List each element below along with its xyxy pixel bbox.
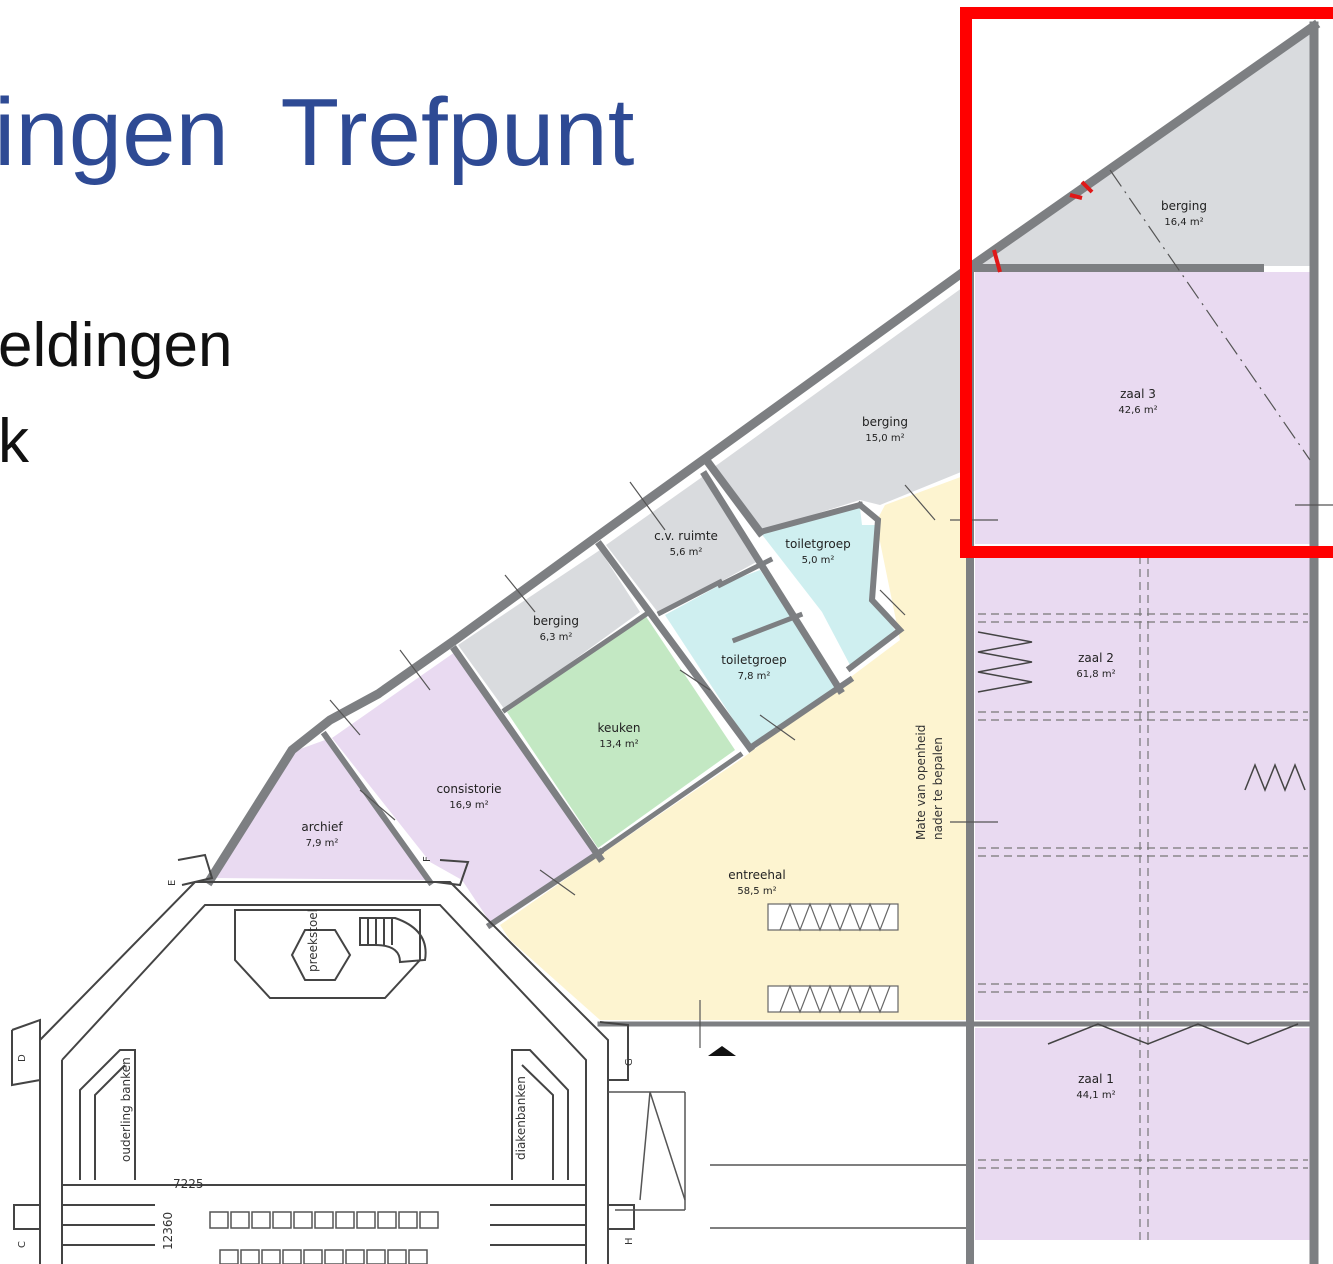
note-openheid-2: nader te bepalen bbox=[931, 737, 945, 840]
area-keuken: 13,4 m² bbox=[599, 739, 638, 750]
label-cv: c.v. ruimte bbox=[654, 529, 718, 543]
label-berging-6: berging bbox=[533, 614, 579, 628]
room-consistorie bbox=[332, 652, 595, 922]
room-berging-15 bbox=[710, 285, 966, 532]
area-berging-top: 16,4 m² bbox=[1164, 217, 1203, 228]
area-archief: 7,9 m² bbox=[306, 838, 339, 849]
dimension-height: 12360 bbox=[161, 1212, 175, 1250]
dimension-width: 7225 bbox=[173, 1177, 204, 1191]
area-toilet-7: 7,8 m² bbox=[738, 671, 771, 682]
grid-d: D bbox=[17, 1054, 28, 1062]
room-keuken bbox=[507, 615, 735, 848]
red-marks bbox=[992, 180, 1094, 273]
grid-g: G bbox=[624, 1058, 635, 1066]
label-zaal-2: zaal 2 bbox=[1078, 651, 1114, 665]
label-zaal-3: zaal 3 bbox=[1120, 387, 1156, 401]
room-archief bbox=[215, 740, 430, 880]
window-marks bbox=[329, 481, 1333, 1048]
grid-h: H bbox=[624, 1237, 635, 1245]
grid-c: C bbox=[17, 1241, 28, 1248]
dashed-lines bbox=[978, 556, 1308, 1240]
highlight-box bbox=[960, 7, 1333, 558]
label-preekstoel: preekstoel bbox=[306, 909, 320, 972]
dash-dot-line bbox=[1109, 169, 1311, 461]
label-consistorie: consistorie bbox=[436, 782, 501, 796]
slide-title: ingen Trefpunt bbox=[0, 79, 635, 186]
bullet-1: eldingen bbox=[0, 311, 233, 380]
area-cv: 5,6 m² bbox=[670, 547, 703, 558]
room-zaal-2 bbox=[975, 554, 1310, 1020]
label-diakenbanken: diakenbanken bbox=[514, 1076, 528, 1160]
room-zaal-1 bbox=[975, 1028, 1310, 1240]
folding-wall-zaal2 bbox=[977, 631, 1306, 793]
label-berging-top: berging bbox=[1161, 199, 1207, 213]
area-zaal-1: 44,1 m² bbox=[1076, 1090, 1115, 1101]
passage-lines bbox=[608, 1046, 966, 1229]
note-openheid-1: Mate van openheid bbox=[914, 725, 928, 840]
folding-wall-zaal1 bbox=[1047, 1023, 1299, 1045]
area-berging-6: 6,3 m² bbox=[540, 632, 573, 643]
label-toilet-7: toiletgroep bbox=[721, 653, 786, 667]
pews bbox=[209, 1211, 439, 1264]
area-toilet-5: 5,0 m² bbox=[802, 555, 835, 566]
bullet-2: k bbox=[0, 407, 29, 476]
label-keuken: keuken bbox=[597, 721, 640, 735]
label-entreehal: entreehal bbox=[728, 868, 785, 882]
coat-racks bbox=[767, 902, 899, 1014]
room-toilet-7 bbox=[665, 570, 840, 745]
label-toilet-5: toiletgroep bbox=[785, 537, 850, 551]
grid-e: E bbox=[167, 880, 178, 886]
area-zaal-2: 61,8 m² bbox=[1076, 669, 1115, 680]
area-entreehal: 58,5 m² bbox=[737, 886, 776, 897]
area-zaal-3: 42,6 m² bbox=[1118, 405, 1157, 416]
church-walls bbox=[11, 853, 635, 1264]
room-toilet-5 bbox=[760, 508, 895, 665]
label-zaal-1: zaal 1 bbox=[1078, 1072, 1114, 1086]
area-consistorie: 16,9 m² bbox=[449, 800, 488, 811]
room-berging-6 bbox=[458, 550, 640, 710]
room-entreehal bbox=[500, 475, 966, 1020]
label-archief: archief bbox=[301, 820, 343, 834]
label-berging-15: berging bbox=[862, 415, 908, 429]
area-berging-15: 15,0 m² bbox=[865, 433, 904, 444]
grid-f: F bbox=[422, 856, 433, 862]
room-zaal-3 bbox=[975, 272, 1310, 544]
label-ouderling-banken: ouderling banken bbox=[119, 1057, 133, 1162]
